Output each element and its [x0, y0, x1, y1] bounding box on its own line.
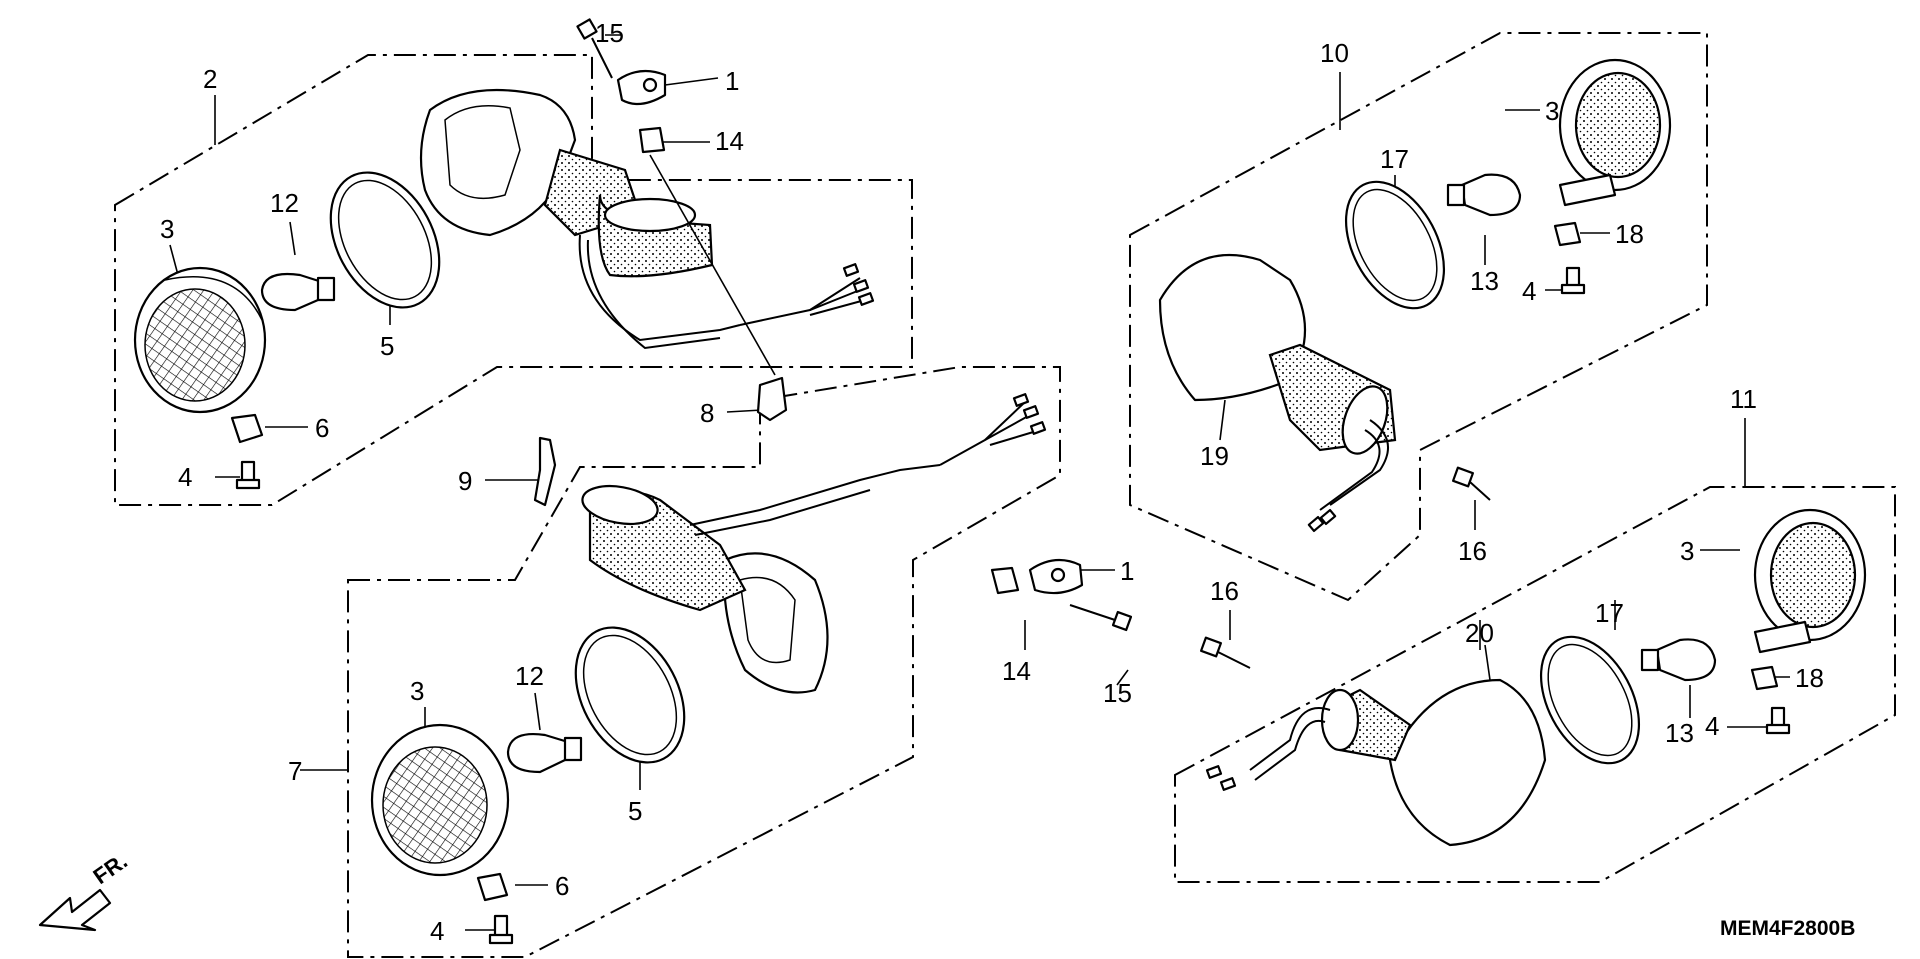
direction-label: FR.	[89, 848, 132, 889]
label-13-a: 13	[1470, 266, 1499, 296]
label-17-b: 17	[1595, 598, 1624, 628]
mid-bracket-hardware	[990, 558, 1133, 632]
label-14-top: 14	[715, 126, 744, 156]
lower-right-turn-signal	[1205, 508, 1867, 847]
label-3-d: 3	[1680, 536, 1694, 566]
label-9: 9	[458, 466, 472, 496]
upper-right-turn-signal	[1158, 58, 1672, 533]
label-18-a: 18	[1615, 219, 1644, 249]
label-8: 8	[700, 398, 714, 428]
label-6-b: 6	[555, 871, 569, 901]
upper-bracket-hardware	[576, 18, 788, 422]
assembly-outline-2	[114, 54, 913, 506]
label-20: 20	[1465, 618, 1494, 648]
reference-code: MEM4F2800B	[1720, 917, 1855, 940]
bolt-16-parts	[1199, 466, 1491, 669]
label-15-mid: 15	[1103, 678, 1132, 708]
label-4-c: 4	[1522, 276, 1536, 306]
label-7: 7	[288, 756, 302, 786]
label-10: 10	[1320, 38, 1349, 68]
label-1-top: 1	[725, 66, 739, 96]
front-direction-arrow	[38, 888, 112, 932]
label-16-b: 16	[1210, 576, 1239, 606]
leader-lines	[169, 34, 1790, 931]
upper-left-turn-signal	[133, 88, 875, 490]
label-11: 11	[1730, 384, 1757, 414]
label-6-a: 6	[315, 413, 329, 443]
label-18-b: 18	[1795, 663, 1824, 693]
label-1-mid: 1	[1120, 556, 1134, 586]
label-3-b: 3	[410, 676, 424, 706]
assembly-outline-10	[1129, 32, 1708, 602]
label-5-a: 5	[380, 331, 394, 361]
label-13-b: 13	[1665, 718, 1694, 748]
label-12-a: 12	[270, 188, 299, 218]
label-2: 2	[203, 64, 217, 94]
label-19: 19	[1200, 441, 1229, 471]
label-4-a: 4	[178, 462, 192, 492]
label-5-b: 5	[628, 796, 642, 826]
label-12-b: 12	[515, 661, 544, 691]
label-16-a: 16	[1458, 536, 1487, 566]
callout-labels: 15 1 14 2 3 12 5 6 4 8 9 1 14 15 3 12 7 …	[160, 18, 1824, 946]
label-15-top: 15	[595, 18, 624, 48]
lower-left-turn-signal	[370, 393, 1047, 945]
label-3-c: 3	[1545, 96, 1559, 126]
label-17-a: 17	[1380, 144, 1409, 174]
assembly-outline-11	[1174, 486, 1896, 883]
label-3-a: 3	[160, 214, 174, 244]
assembly-outline-7	[347, 366, 1061, 958]
label-4-d: 4	[1705, 711, 1719, 741]
label-14-mid: 14	[1002, 656, 1031, 686]
label-4-b: 4	[430, 916, 444, 946]
